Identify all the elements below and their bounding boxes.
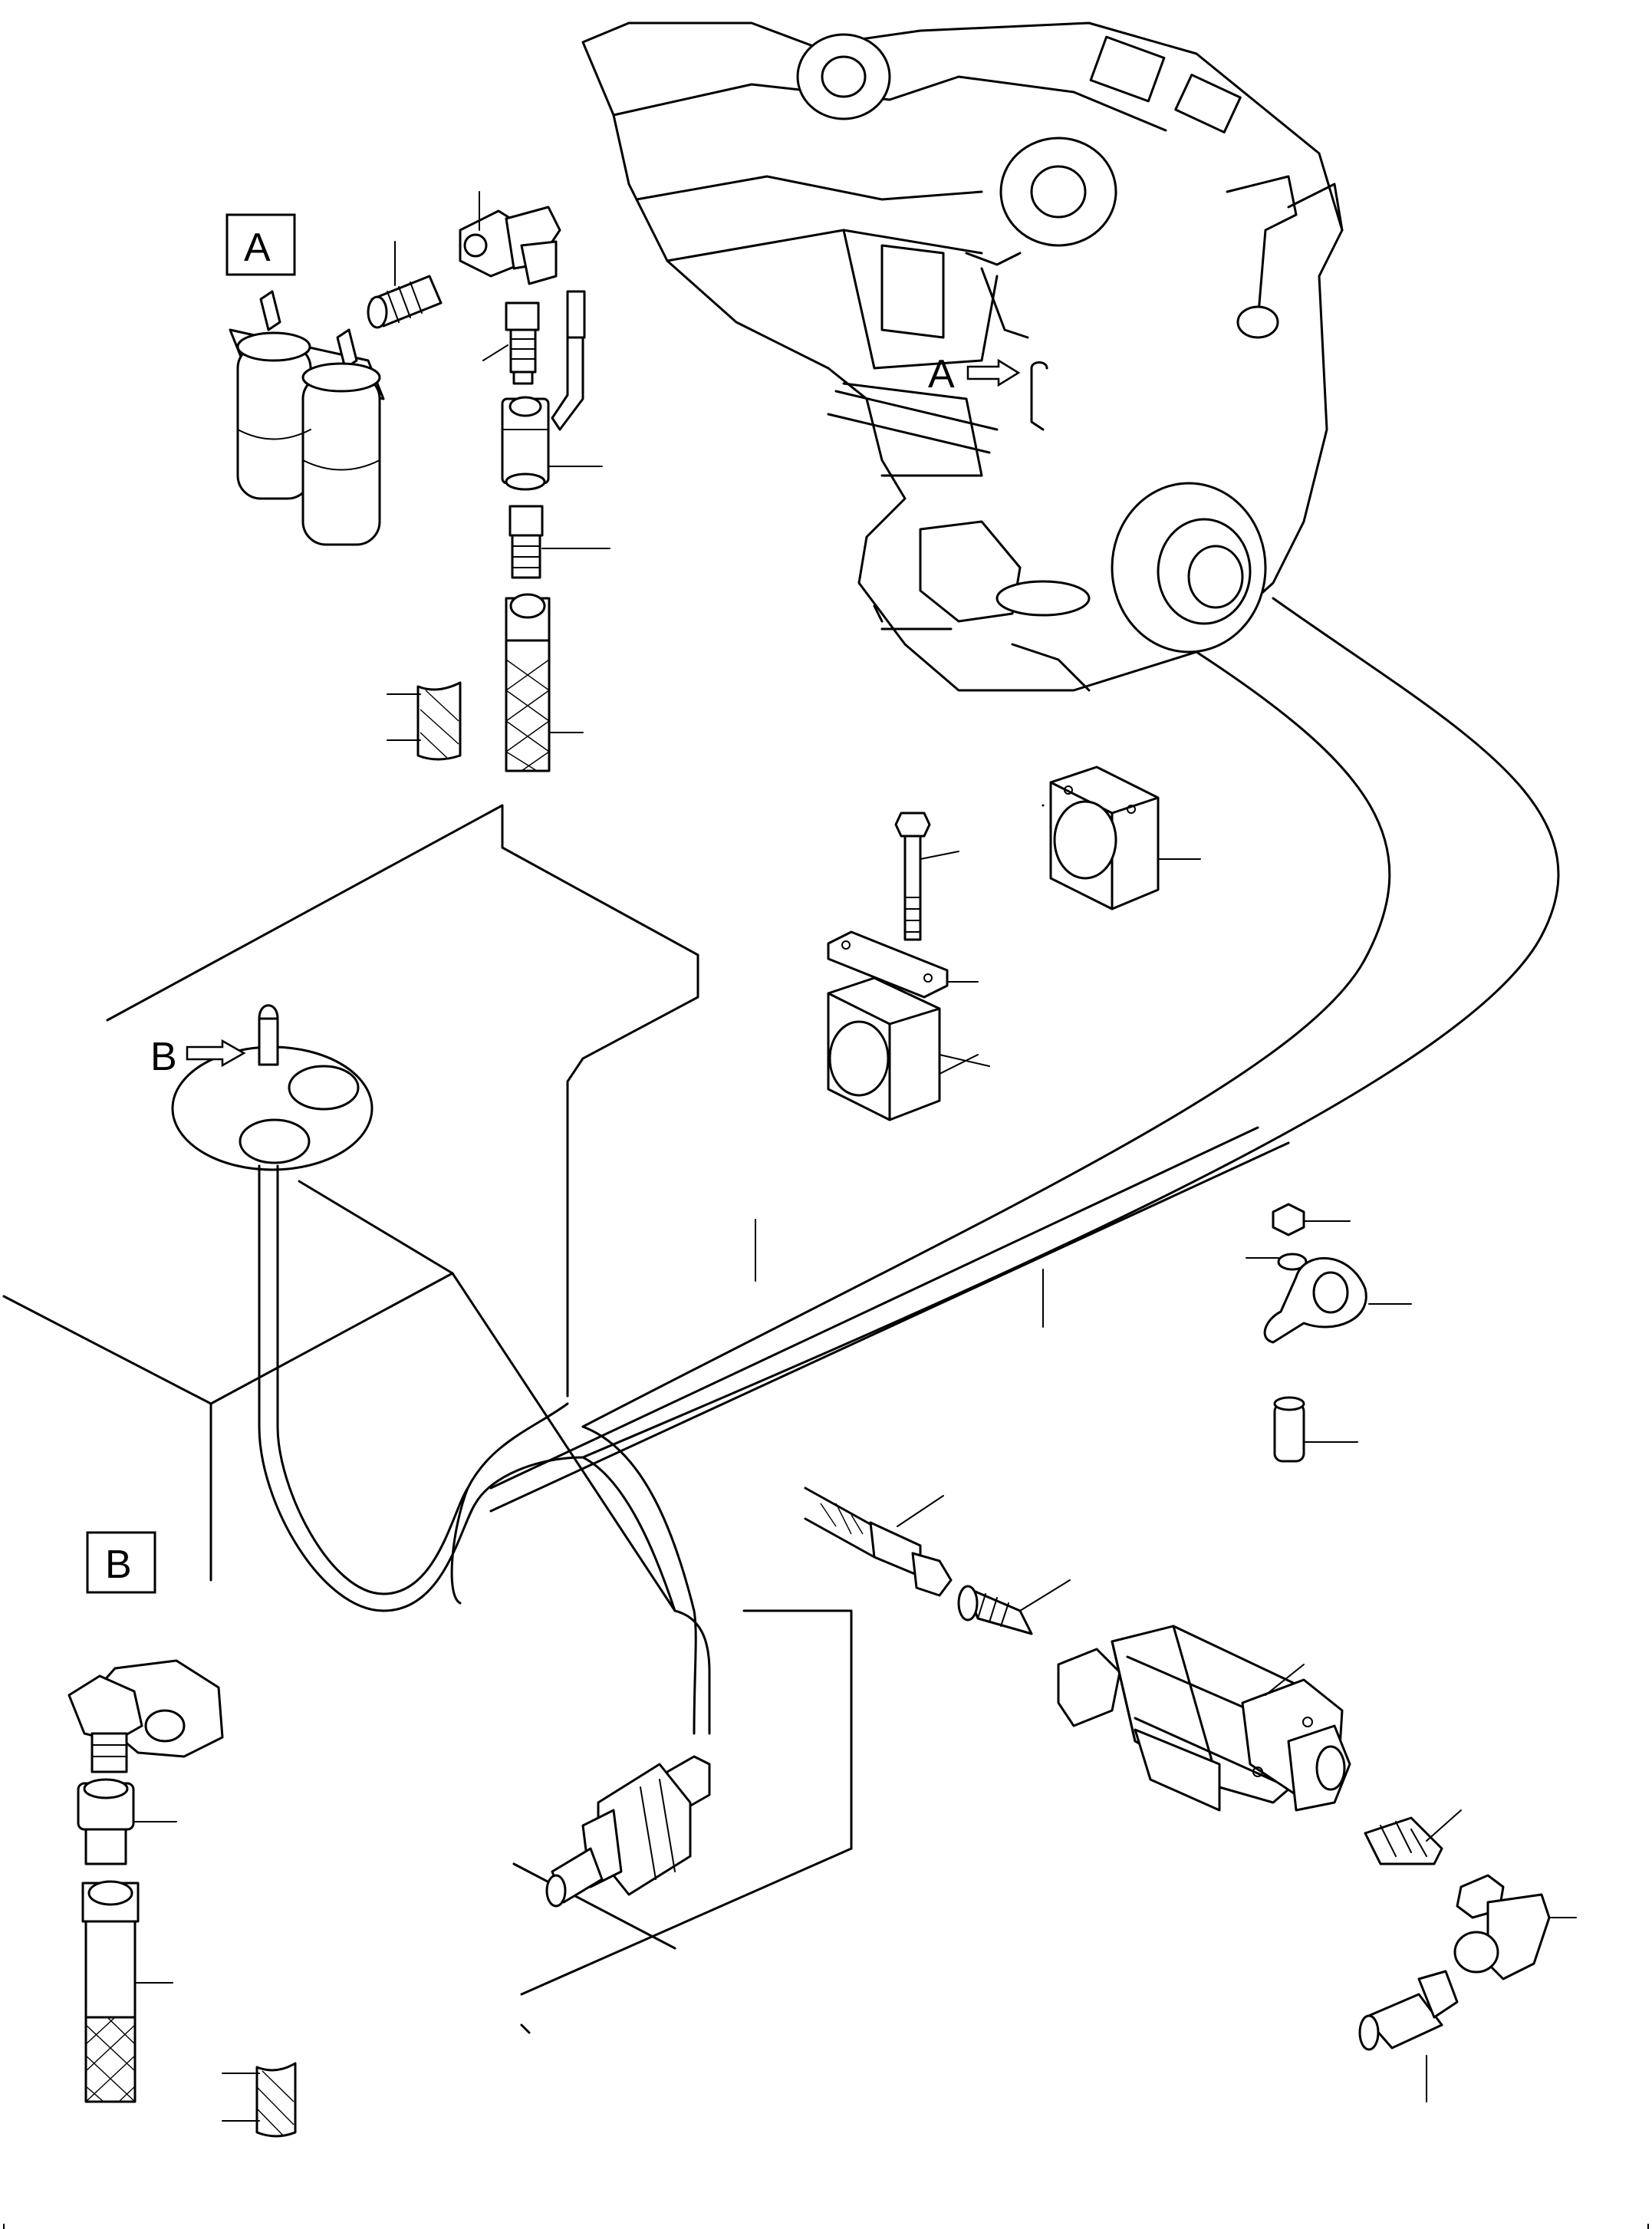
clamp-icon bbox=[827, 976, 990, 1121]
hose-icon bbox=[81, 1880, 173, 2103]
bolt-icon bbox=[894, 812, 959, 941]
clamp-icon bbox=[1246, 1203, 1412, 1463]
clamp-icon bbox=[1049, 765, 1201, 910]
fitting-icon bbox=[505, 301, 540, 385]
pointer-a-label: A bbox=[928, 352, 955, 397]
hose-icon bbox=[222, 2062, 297, 2138]
fitting-icon bbox=[67, 1659, 224, 1773]
pointer-b: B bbox=[150, 1035, 246, 1079]
arrow-icon bbox=[186, 1039, 246, 1068]
fuel-filter-icon bbox=[1057, 1625, 1351, 1812]
fitting-icon bbox=[77, 1778, 177, 1865]
fitting-icon bbox=[1453, 1874, 1577, 1980]
fitting-icon bbox=[957, 1579, 1071, 1635]
fitting-icon bbox=[508, 505, 544, 579]
detail-a-box bbox=[225, 213, 296, 276]
arrow-icon bbox=[966, 358, 1021, 387]
hose-icon bbox=[505, 593, 551, 772]
pointer-a: A bbox=[928, 352, 1021, 397]
fuel-pump-icon bbox=[545, 1755, 711, 1908]
fitting-icon bbox=[1358, 1970, 1459, 2102]
detail-b-label: B bbox=[105, 1543, 132, 1587]
pointer-b-label: B bbox=[150, 1035, 177, 1079]
engine-illustration-icon bbox=[581, 21, 1344, 692]
detail-b-box bbox=[86, 1531, 156, 1594]
clamp-icon bbox=[827, 930, 979, 999]
fuel-tank-icon bbox=[2, 804, 853, 2034]
detail-b: B bbox=[67, 1531, 297, 2138]
fitting-icon bbox=[501, 396, 550, 491]
hose-icon bbox=[804, 1487, 953, 1597]
hose-icon bbox=[450, 597, 1560, 1735]
hose-icon bbox=[387, 681, 462, 761]
detail-a-label: A bbox=[244, 226, 271, 270]
fuel-filter-icon bbox=[229, 290, 385, 546]
fitting-icon bbox=[367, 275, 443, 329]
fitting-icon bbox=[1364, 1809, 1462, 1865]
fitting-icon bbox=[459, 206, 561, 285]
detail-a: A bbox=[225, 191, 610, 772]
